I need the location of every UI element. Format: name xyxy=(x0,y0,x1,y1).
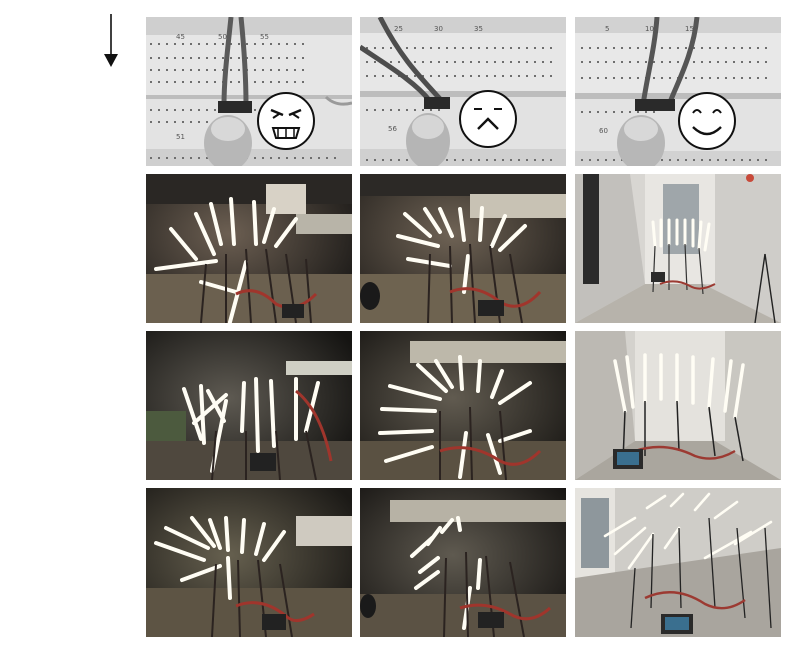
tick-label: 10 xyxy=(645,25,654,33)
led-installation-photo-2 xyxy=(360,174,566,323)
neutral-face-icon xyxy=(459,90,517,148)
angry-face-icon xyxy=(257,92,315,150)
tick-label: 45 xyxy=(176,33,185,41)
tick-label: 56 xyxy=(388,125,397,133)
corridor-installation-photo-3 xyxy=(575,488,781,637)
down-arrow-icon xyxy=(104,14,118,67)
tick-label: 25 xyxy=(394,25,403,33)
led-installation-photo-4 xyxy=(360,331,566,480)
tick-label: 35 xyxy=(474,25,483,33)
corridor-installation-photo-1 xyxy=(575,174,781,323)
corridor-installation-photo-2 xyxy=(575,331,781,480)
tick-label: 51 xyxy=(176,133,185,141)
smiling-face-icon xyxy=(678,92,736,150)
led-installation-photo-1 xyxy=(146,174,352,323)
tick-label: 30 xyxy=(434,25,443,33)
tick-label: 5 xyxy=(605,25,609,33)
tick-label: 60 xyxy=(599,127,608,135)
breadboard-photo-2: 25 30 35 56 xyxy=(360,17,566,166)
breadboard-photo-3: 5 10 15 60 xyxy=(575,17,781,166)
breadboard-photo-1: 45 50 55 51 xyxy=(146,17,352,166)
led-installation-photo-5 xyxy=(146,488,352,637)
led-installation-photo-6 xyxy=(360,488,566,637)
tick-label: 15 xyxy=(685,25,694,33)
tick-label: 55 xyxy=(260,33,269,41)
led-installation-photo-3 xyxy=(146,331,352,480)
tick-label: 50 xyxy=(218,33,227,41)
